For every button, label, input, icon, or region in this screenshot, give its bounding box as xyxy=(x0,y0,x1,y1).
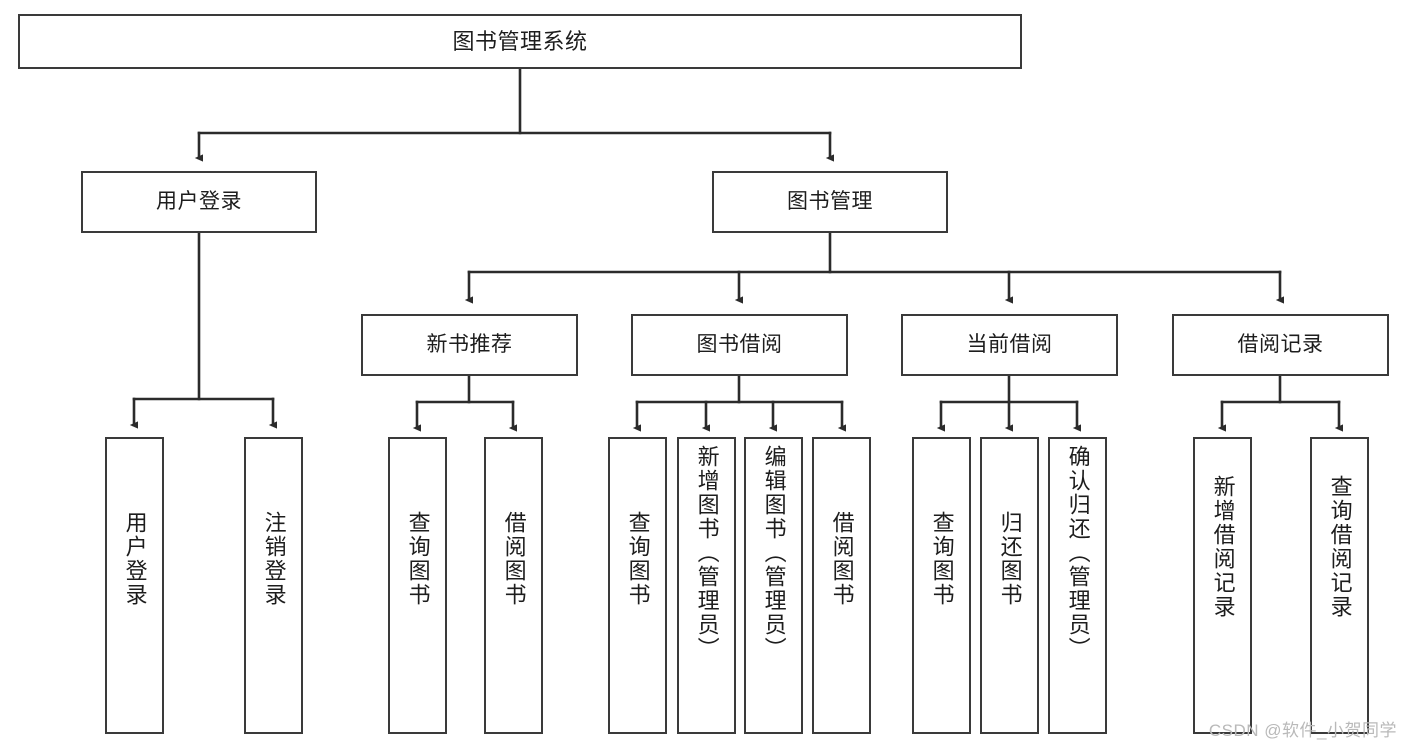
node-leaf-user-login[interactable]: 用户登录 xyxy=(105,437,164,734)
node-label: 新增图书（管理员） xyxy=(694,445,720,661)
node-leaf-query-book-1[interactable]: 查询图书 xyxy=(388,437,447,734)
node-leaf-borrow-book-1[interactable]: 借阅图书 xyxy=(484,437,543,734)
node-label: 查询图书 xyxy=(405,511,431,607)
node-user-login[interactable]: 用户登录 xyxy=(81,171,317,233)
node-leaf-query-book-2[interactable]: 查询图书 xyxy=(608,437,667,734)
node-label: 确认归还（管理员） xyxy=(1065,445,1091,661)
node-book-borrow[interactable]: 图书借阅 xyxy=(631,314,848,376)
node-label: 借阅图书 xyxy=(501,511,527,607)
node-leaf-confirm-return[interactable]: 确认归还（管理员） xyxy=(1048,437,1107,734)
node-label: 图书借阅 xyxy=(696,332,783,356)
node-leaf-query-book-3[interactable]: 查询图书 xyxy=(912,437,971,734)
node-current-borrow[interactable]: 当前借阅 xyxy=(901,314,1118,376)
node-label: 借阅记录 xyxy=(1237,332,1324,356)
node-label: 归还图书 xyxy=(997,511,1023,607)
node-leaf-query-record[interactable]: 查询借阅记录 xyxy=(1310,437,1369,734)
node-label: 借阅图书 xyxy=(829,511,855,607)
node-leaf-edit-book[interactable]: 编辑图书（管理员） xyxy=(744,437,803,734)
node-label: 注销登录 xyxy=(261,511,287,607)
node-label: 用户登录 xyxy=(122,511,148,607)
node-new-book-recommend[interactable]: 新书推荐 xyxy=(361,314,578,376)
watermark-text: CSDN @软件_小贺同学 xyxy=(1208,721,1397,740)
node-leaf-logout-login[interactable]: 注销登录 xyxy=(244,437,303,734)
node-borrow-record[interactable]: 借阅记录 xyxy=(1172,314,1389,376)
node-label: 查询图书 xyxy=(625,511,651,607)
node-label: 用户登录 xyxy=(156,189,242,213)
node-label: 查询借阅记录 xyxy=(1327,475,1353,619)
node-book-management[interactable]: 图书管理 xyxy=(712,171,948,233)
node-label: 图书管理系统 xyxy=(452,28,588,54)
node-label: 当前借阅 xyxy=(966,332,1053,356)
node-label: 查询图书 xyxy=(929,511,955,607)
node-root-system[interactable]: 图书管理系统 xyxy=(18,14,1022,69)
node-leaf-add-record[interactable]: 新增借阅记录 xyxy=(1193,437,1252,734)
node-label: 图书管理 xyxy=(787,189,873,213)
node-leaf-add-book[interactable]: 新增图书（管理员） xyxy=(677,437,736,734)
node-leaf-return-book[interactable]: 归还图书 xyxy=(980,437,1039,734)
node-label: 新增借阅记录 xyxy=(1210,475,1236,619)
node-label: 编辑图书（管理员） xyxy=(761,445,787,661)
node-label: 新书推荐 xyxy=(426,332,513,356)
node-leaf-borrow-book-2[interactable]: 借阅图书 xyxy=(812,437,871,734)
